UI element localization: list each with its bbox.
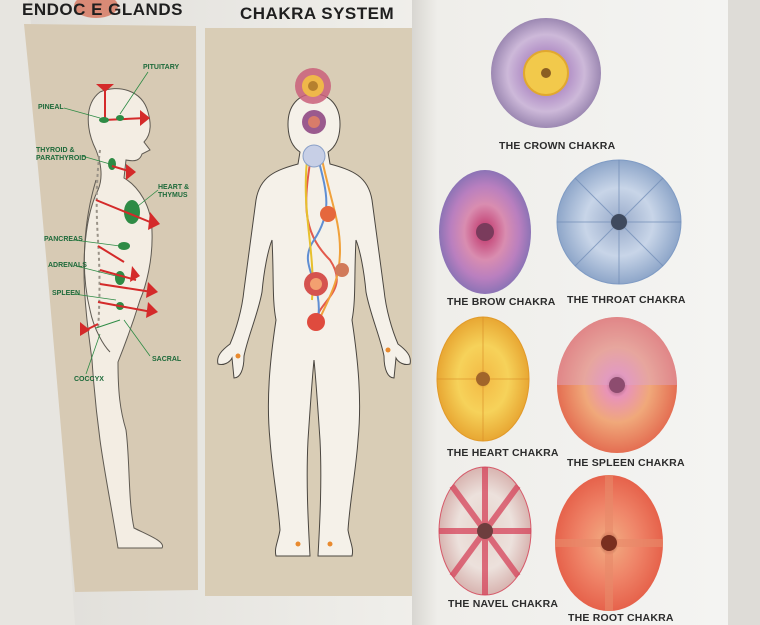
crown-chakra-plate xyxy=(491,18,601,128)
label-pineal: PINEAL xyxy=(38,104,64,111)
throat-chakra-plate xyxy=(556,159,682,285)
left-page-curl xyxy=(0,0,75,625)
chakra-system-heading: CHAKRA SYSTEM xyxy=(240,4,395,23)
spine xyxy=(95,149,101,331)
label-coccyx: COCCYX xyxy=(74,376,104,383)
caption-navel-chakra: THE NAVEL CHAKRA xyxy=(448,598,559,610)
navel-chakra-plate xyxy=(438,466,532,596)
brow-chakra-plate xyxy=(439,170,531,294)
label-pituitary: PITUITARY xyxy=(143,64,180,71)
gland-markers xyxy=(80,84,160,336)
label-sacral: SACRAL xyxy=(152,356,182,363)
label-thyroid: THYROID & PARATHYROID xyxy=(36,147,87,162)
heart-chakra-plate xyxy=(436,316,530,442)
right-edge xyxy=(728,0,760,625)
caption-spleen-chakra: THE SPLEEN CHAKRA xyxy=(567,457,685,469)
label-spleen: SPLEEN xyxy=(52,290,81,297)
caption-throat-chakra: THE THROAT CHAKRA xyxy=(567,294,686,306)
finger xyxy=(74,0,118,18)
gland-leader-lines xyxy=(63,71,159,375)
label-adrenals: ADRENALS xyxy=(48,262,87,269)
body-chakra-points xyxy=(235,68,391,547)
label-pancreas: PANCREAS xyxy=(44,236,83,243)
endocrine-glands-heading: ENDOC E GLANDS xyxy=(22,0,183,19)
caption-crown-chakra: THE CROWN CHAKRA xyxy=(499,140,616,152)
caption-root-chakra: THE ROOT CHAKRA xyxy=(568,612,674,624)
label-heart-thymus: HEART & THYMUS xyxy=(158,184,190,199)
caption-brow-chakra: THE BROW CHAKRA xyxy=(447,296,556,308)
root-chakra-plate xyxy=(555,475,663,611)
caption-heart-chakra: THE HEART CHAKRA xyxy=(447,447,559,459)
spleen-chakra-plate xyxy=(557,317,677,453)
